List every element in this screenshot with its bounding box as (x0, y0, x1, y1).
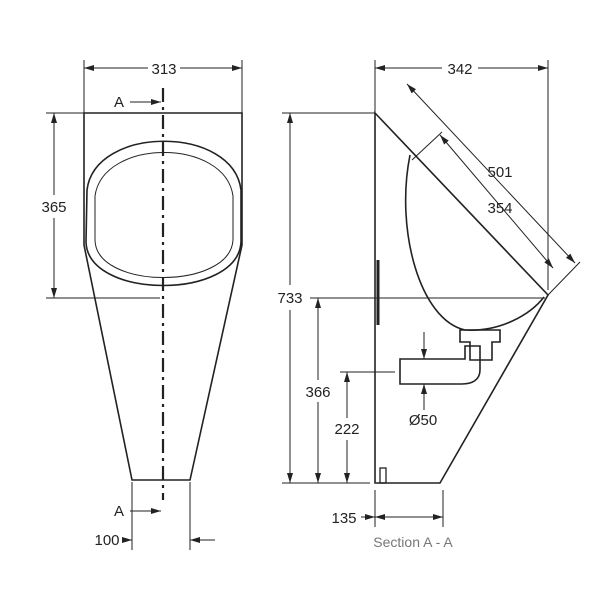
dim-bowl-height: 365 (41, 199, 66, 216)
dim-depth: 342 (447, 61, 472, 78)
dim-total-height: 733 (277, 290, 302, 307)
dim-outlet-diameter: Ø50 (409, 412, 437, 429)
bowl-section (404, 154, 545, 331)
dim-diagonal-inner: 354 (487, 200, 512, 217)
bowl-inner (94, 152, 234, 278)
section-caption: Section A - A (373, 534, 453, 550)
dim-rim-height: 366 (305, 384, 330, 401)
section-marker-bottom: A (114, 503, 124, 520)
side-view: 342 501 354 733 366 222 Ø50 135 (277, 60, 581, 550)
bowl-outer (85, 140, 242, 287)
section-marker-top: A (114, 94, 124, 111)
dim-outlet-width: 100 (94, 532, 119, 549)
outlet-pipe (399, 345, 481, 385)
dim-outlet-height: 222 (334, 421, 359, 438)
trap (459, 329, 501, 361)
front-view: 313 A 365 A 100 (41, 60, 243, 550)
dim-width: 313 (151, 61, 176, 78)
dim-diagonal-outer: 501 (487, 164, 512, 181)
dim-base-depth: 135 (331, 510, 356, 527)
floor-fixing (379, 467, 387, 484)
